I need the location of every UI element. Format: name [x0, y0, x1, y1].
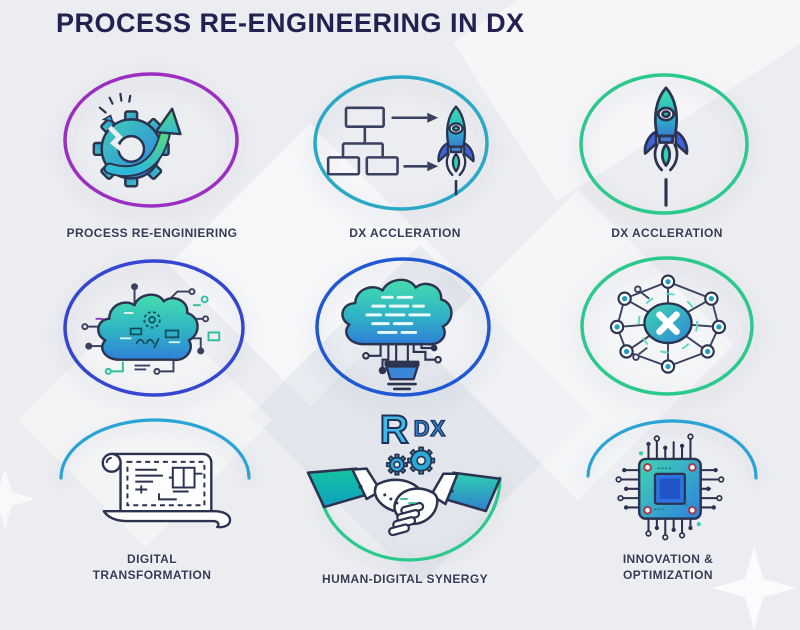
rdx-logo: R DX: [348, 408, 478, 452]
broken-gear-arrow-icon: [92, 92, 182, 188]
ring-cloud-code: [315, 257, 491, 397]
label-human-digital-synergy: HUMAN-DIGITAL SYNERGY: [322, 572, 488, 586]
rdx-logo-dx: DX: [413, 415, 447, 441]
handshake-icon: [306, 446, 502, 537]
blueprint-scroll-icon: [101, 452, 232, 529]
flowchart-rocket-icon: [326, 105, 475, 196]
network-x-icon: [609, 274, 727, 374]
page-title: PROCESS RE-ENGINEERING IN DX: [56, 8, 525, 38]
cloud-code-plug-icon: [341, 278, 453, 391]
label-digital-transformation: DIGITAL TRANSFORMATION: [92, 552, 212, 582]
label-innovation-optimization: INNOVATION & OPTIMIZATION: [622, 552, 714, 582]
ring-cloud-circuit: [63, 259, 245, 397]
rocket-icon: [643, 86, 689, 207]
cpu-chip-icon: [615, 433, 725, 541]
arc-digital-transformation: [59, 418, 251, 480]
arc-human-digital-synergy: [316, 476, 502, 562]
ring-network-x: [580, 256, 754, 396]
arc-innovation-optimization: [586, 419, 758, 480]
infographic: PROCESS RE-ENGINEERING IN DX PROC: [56, 8, 758, 586]
cloud-circuit-icon: [81, 283, 221, 375]
label-process-re-engineering: PROCESS RE-ENGINIERING: [66, 226, 238, 240]
ring-dx-acceleration-rocket: [579, 73, 749, 215]
label-dx-acceleration-rocket: DX ACCLERATION: [611, 226, 723, 240]
label-dx-acceleration-flowchart: DX ACCLERATION: [349, 226, 461, 240]
ring-process-re-engineering: [63, 72, 239, 208]
rdx-logo-r: R: [379, 408, 410, 452]
ring-dx-acceleration-flowchart: [313, 75, 489, 211]
